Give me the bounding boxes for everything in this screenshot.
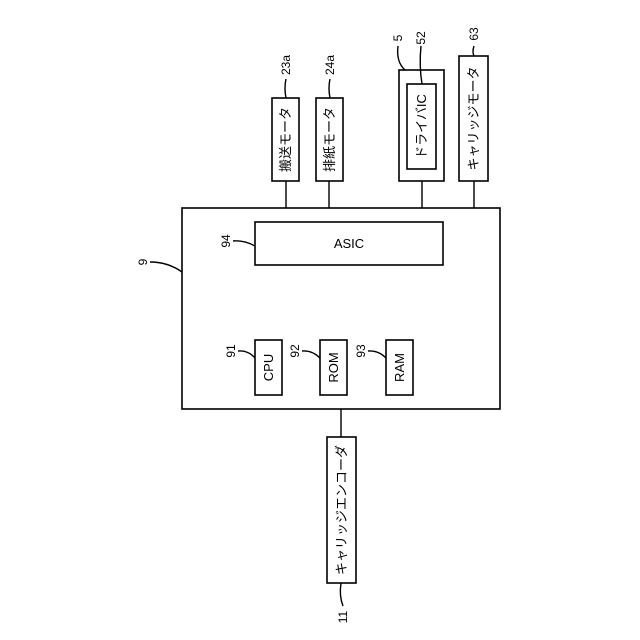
rom-block: ROM [320,340,347,395]
ref-controller: 9 [136,258,150,265]
leader-carriage-motor [473,46,474,56]
ref-carriage-motor: 63 [467,27,481,41]
ref-carriage-encoder: 11 [336,610,350,623]
leader-controller [150,262,182,272]
ref-discharge-motor: 24a [323,55,337,75]
asic-block: ASIC [255,222,443,265]
leader-discharge-motor [329,79,330,98]
ram-block: RAM [386,340,413,395]
asic-label: ASIC [334,236,364,251]
transport-motor-block: 搬送モータ [272,98,299,181]
cpu-label: CPU [261,354,276,381]
transport-motor-label: 搬送モータ [278,107,293,172]
leader-transport-motor [285,79,286,98]
ref-ram: 93 [354,344,368,358]
cpu-block: CPU [255,340,282,395]
leader-driver-unit [398,46,405,70]
ref-rom: 92 [288,344,302,358]
rom-label: ROM [326,352,341,382]
discharge-motor-block: 排紙モータ [316,98,343,181]
ref-transport-motor: 23a [279,55,293,75]
carriage-motor-label: キャリッジモータ [466,66,481,170]
carriage-encoder-label: キャリッジエンコーダ [334,445,349,575]
ram-label: RAM [392,353,407,382]
leader-carriage-encoder [340,583,343,606]
driver-ic-label: ドライバIC [414,94,429,159]
ref-driver-unit: 5 [391,34,405,41]
ref-driver-ic: 52 [414,31,428,45]
driver-ic-block: ドライバIC [407,84,436,169]
carriage-motor-block: キャリッジモータ [459,56,488,181]
discharge-motor-label: 排紙モータ [322,107,337,172]
carriage-encoder-block: キャリッジエンコーダ [327,437,356,583]
ref-cpu: 91 [224,344,238,358]
ref-asic: 94 [219,234,233,248]
